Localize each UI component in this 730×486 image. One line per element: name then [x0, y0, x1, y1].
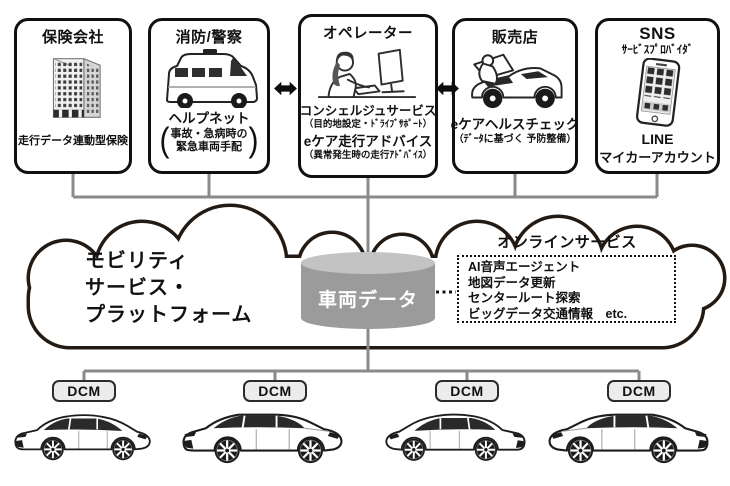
- car-hatchback: [382, 405, 528, 467]
- online-service-item: センタールート探索: [468, 291, 581, 305]
- concierge-service: コンシェルジュサービス: [299, 104, 437, 118]
- dcm-box: DCM: [243, 380, 307, 402]
- online-services-title: オンラインサービス: [497, 234, 637, 251]
- car-sedan: [178, 405, 348, 467]
- box-insurance: 保険会社 走行データ連動型保険: [14, 18, 132, 174]
- car-hatchback: [12, 405, 154, 467]
- car-sedan: [543, 405, 713, 467]
- fire-police-title: 消防/警察: [175, 29, 243, 46]
- box-operator: オペレーター コンシェルジュサービス （目的地設定・ﾄﾞﾗｲﾌﾞｻﾎﾟｰﾄ） e…: [298, 14, 438, 178]
- operator-title: オペレーター: [323, 26, 413, 42]
- ecare-advice: eケア走行アドバイス: [303, 134, 433, 149]
- ecare-healthcheck-note: （ﾃﾞｰﾀに基づく 予防整備）: [453, 134, 577, 145]
- smartphone-icon: [635, 58, 680, 127]
- insurance-caption: 走行データ連動型保険: [18, 135, 128, 147]
- bracket-close: ): [248, 121, 259, 160]
- insurance-title: 保険会社: [41, 29, 104, 46]
- box-sns: SNS ｻｰﾋﾞｽﾌﾟﾛﾊﾞｲﾀﾞ LINE マイカーアカウント: [595, 18, 720, 174]
- sns-line: LINE: [641, 131, 674, 147]
- building-icon: [52, 57, 101, 118]
- online-service-item: AI音声エージェント: [468, 260, 581, 274]
- ecare-healthcheck: eケアヘルスチェック: [450, 117, 580, 132]
- vehicle-data-label: 車両データ: [317, 290, 418, 311]
- dcm-box: DCM: [607, 380, 671, 402]
- platform-label: モビリティ サービス・ プラットフォーム: [85, 248, 252, 329]
- dealer-title: 販売店: [491, 29, 539, 46]
- dcm-box: DCM: [52, 380, 116, 402]
- ecare-advice-note: （異常発生時の走行ｱﾄﾞﾊﾞｲｽ）: [303, 150, 433, 161]
- ambulance-icon: [166, 49, 258, 108]
- platform-line1: モビリティ: [85, 250, 189, 272]
- mechanic-car-icon: [471, 53, 563, 109]
- box-fire-police: 消防/警察 ヘルプネット ( 事故・急病時の 緊急車両手配 ): [148, 18, 270, 174]
- sns-subtitle: ｻｰﾋﾞｽﾌﾟﾛﾊﾞｲﾀﾞ: [621, 44, 694, 56]
- double-arrow-icon: [436, 81, 459, 96]
- bracket-line2: 緊急車両手配: [176, 141, 242, 153]
- concierge-note: （目的地設定・ﾄﾞﾗｲﾌﾞｻﾎﾟｰﾄ）: [303, 119, 433, 130]
- box-dealer: 販売店 eケアヘルスチェック （ﾃﾞｰﾀに基づく 予防整備）: [450, 18, 580, 174]
- online-service-item: ビッグデータ交通情報 etc.: [468, 306, 628, 321]
- sns-mycar-account: マイカーアカウント: [599, 150, 716, 165]
- helpnet-label: ヘルプネット: [168, 111, 250, 126]
- bracket-line1: 事故・急病時の: [170, 128, 248, 140]
- operator-icon: [317, 48, 417, 99]
- bracket-open: (: [159, 121, 170, 160]
- platform-line2: サービス・: [85, 277, 190, 299]
- vehicle-data-cylinder: [301, 252, 435, 329]
- sns-title: SNS: [639, 24, 676, 43]
- online-services-box: AI音声エージェント 地図データ更新 センタールート探索 ビッグデータ交通情報 …: [457, 255, 676, 323]
- platform-line3: プラットフォーム: [85, 304, 253, 326]
- double-arrow-icon: [274, 81, 297, 96]
- dcm-box: DCM: [435, 380, 499, 402]
- online-service-item: 地図データ更新: [468, 275, 556, 290]
- helpnet-bracket: ( 事故・急病時の 緊急車両手配 ): [159, 121, 259, 160]
